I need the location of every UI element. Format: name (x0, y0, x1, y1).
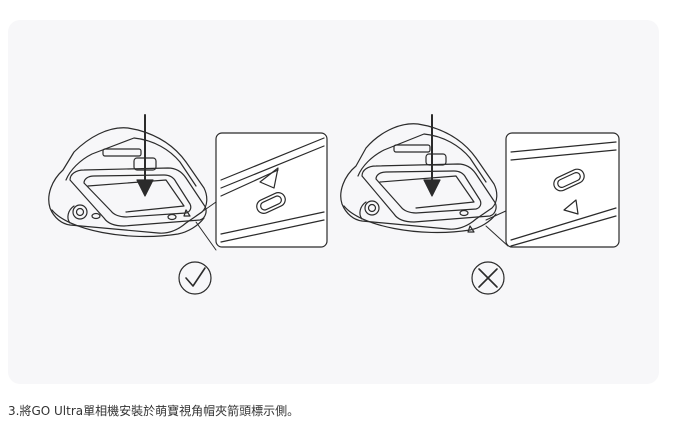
zoom-detail-correct (215, 132, 328, 248)
x-circle-icon (471, 261, 505, 295)
check-circle-icon (178, 261, 212, 295)
installation-diagram (48, 114, 620, 295)
down-arrow-icon (136, 114, 154, 197)
clip-wrong-illustration (340, 123, 498, 234)
zoom-detail-wrong (505, 132, 620, 248)
figure-caption: 3.將GO Ultra單相機安裝於萌寶視角帽夾箭頭標示側。 (8, 404, 300, 418)
down-arrow-icon (423, 114, 441, 197)
instruction-figure (8, 20, 659, 384)
clip-correct-illustration (48, 127, 208, 238)
